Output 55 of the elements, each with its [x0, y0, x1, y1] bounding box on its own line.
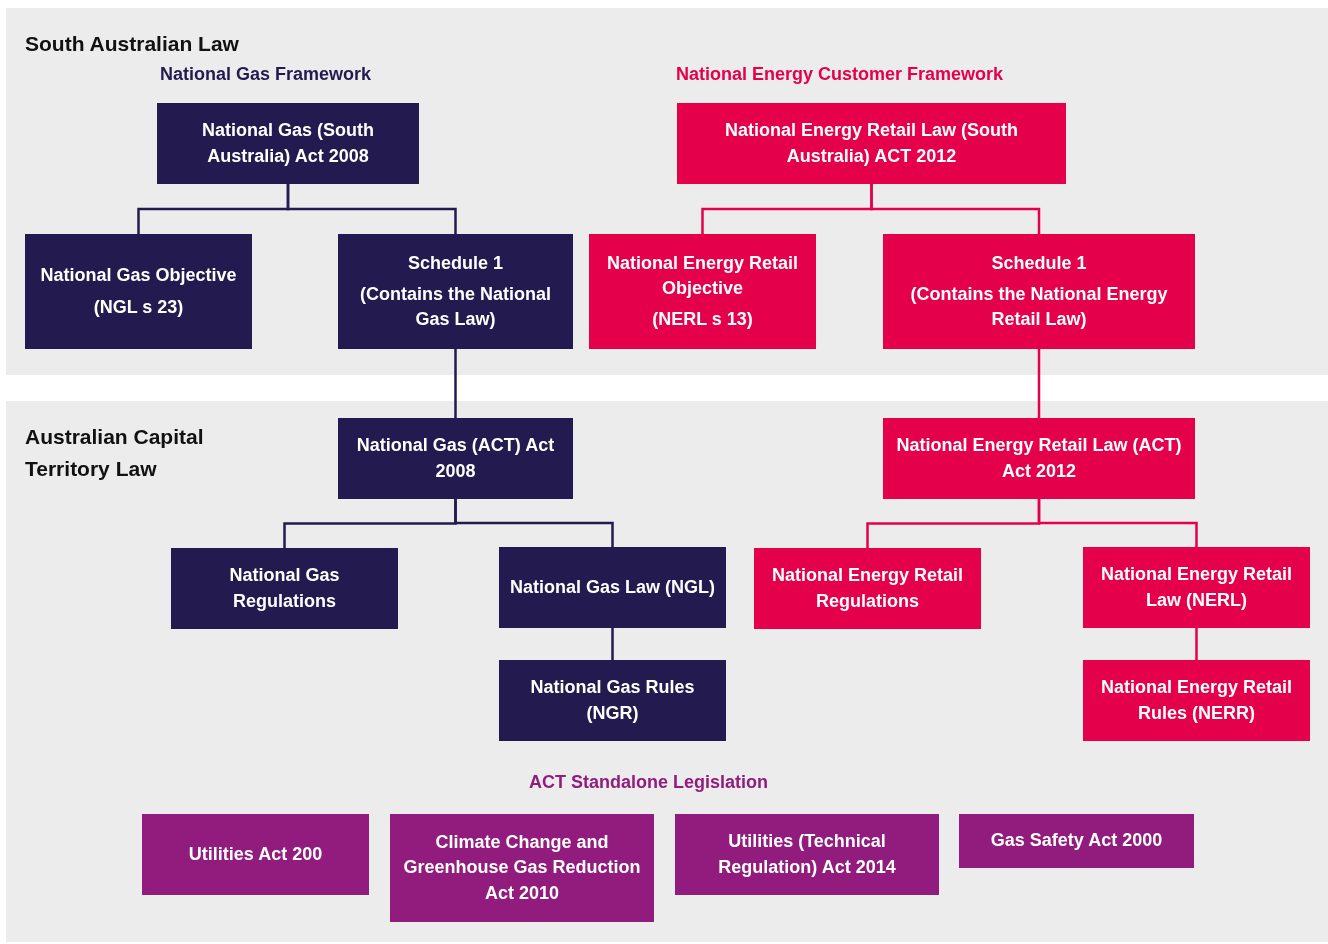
- section-heading: South Australian Law: [25, 31, 240, 57]
- law-box: [1083, 660, 1310, 741]
- framework-heading: National Gas Framework: [160, 64, 372, 85]
- law-box: [883, 234, 1195, 349]
- law-box: [499, 547, 726, 628]
- box-text: Utilities (Technical Regulation) Act 2014: [717, 830, 897, 879]
- box-text: National Energy Retail Rules (NERR): [1099, 676, 1294, 725]
- framework-heading: ACT Standalone Legislation: [529, 772, 769, 793]
- connector-line: [454, 349, 457, 418]
- section-panel: [6, 8, 1328, 375]
- box-text: National Energy Retail Law (NERL): [1099, 563, 1294, 612]
- box-text: (Contains the National Energy Retail Law): [909, 282, 1169, 332]
- box-text: National Energy Retail Regulations: [770, 564, 965, 613]
- law-box: [171, 548, 398, 629]
- law-box: [883, 418, 1195, 499]
- law-box: [25, 234, 252, 349]
- box-text: (Contains the National Gas Law): [359, 282, 552, 332]
- box-text: National Gas Law (NGL): [510, 575, 715, 599]
- section-panel: [6, 401, 1328, 942]
- box-text: National Gas (South Australia) Act 2008: [201, 119, 375, 168]
- box-text: (NERL s 13): [652, 308, 753, 332]
- connector-line: [1037, 349, 1041, 418]
- law-box: [959, 814, 1194, 868]
- connector-line: [870, 184, 1041, 234]
- connector-line: [286, 184, 457, 234]
- framework-heading: National Energy Customer Framework: [676, 64, 1004, 85]
- law-box: [499, 660, 726, 741]
- box-text: National Gas Regulations: [228, 564, 341, 613]
- box-text: Climate Change and Greenhouse Gas Reduction Act 2010: [402, 831, 642, 905]
- section-heading: Australian Capital Territory Law: [25, 424, 205, 482]
- box-text: Utilities Act 200: [188, 842, 323, 866]
- law-box: [338, 418, 573, 499]
- box-text: National Gas (ACT) Act 2008: [355, 434, 556, 483]
- law-box: [157, 103, 419, 184]
- connector-line: [1195, 628, 1198, 660]
- box-text: (NGL s 23): [93, 295, 184, 319]
- law-box: [754, 548, 981, 629]
- law-box: [142, 814, 369, 895]
- box-text: National Energy Retail Law (South Australia) ACT 2012: [723, 119, 1019, 168]
- connector-line: [611, 628, 614, 660]
- box-text: Schedule 1: [407, 251, 503, 275]
- law-box: [338, 234, 573, 349]
- connector-line: [1037, 499, 1198, 547]
- box-text: Gas Safety Act 2000: [990, 829, 1163, 853]
- box-text: National Energy Retail Objective: [605, 251, 800, 300]
- law-box: [390, 814, 654, 922]
- box-text: National Gas Objective: [40, 264, 237, 288]
- box-text: National Gas Rules (NGR): [529, 676, 696, 725]
- box-text: National Energy Retail Law (ACT) Act 2012: [895, 434, 1183, 483]
- law-box: [589, 234, 816, 349]
- law-box: [677, 103, 1066, 184]
- box-text: Schedule 1: [991, 251, 1087, 275]
- law-box: [675, 814, 939, 895]
- law-box: [1083, 547, 1310, 628]
- connector-line: [454, 499, 614, 547]
